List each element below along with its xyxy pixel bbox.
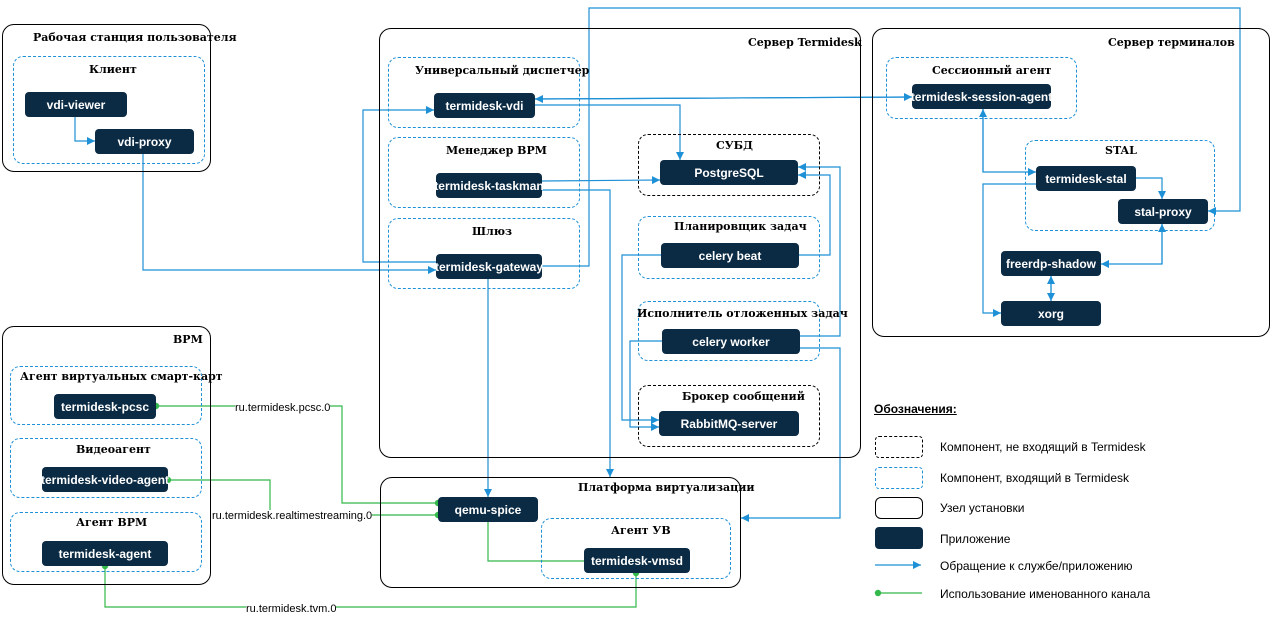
termidesk-gateway-app[interactable]: termidesk-gateway	[435, 254, 543, 279]
termidesk-server-node	[379, 28, 861, 458]
termidesk-stal-app[interactable]: termidesk-stal	[1036, 166, 1136, 191]
vrm-agent-group	[10, 512, 202, 572]
connector-gateway-to-vdi	[362, 106, 436, 263]
termidesk-agent-app[interactable]: termidesk-agent	[42, 541, 168, 566]
channel-line-vmsd-spice	[487, 522, 584, 562]
scheduler-title: Планировщик задач	[674, 220, 807, 233]
broker-title: Брокер сообщений	[682, 390, 805, 403]
legend-external-swatch	[875, 436, 923, 458]
termidesk-pcsc-app[interactable]: termidesk-pcsc	[54, 394, 156, 419]
legend-node-swatch	[875, 497, 923, 519]
legend-call-label: Обращение к службе/приложению	[940, 559, 1133, 573]
client-title: Клиент	[89, 63, 137, 76]
legend-internal-label: Компонент, входящий в Termidesk	[940, 471, 1129, 485]
terminal-server-node	[872, 28, 1270, 337]
termidesk-server-title: Сервер Termidesk	[748, 36, 862, 49]
legend-internal-swatch	[875, 467, 923, 489]
video-agent-group	[10, 438, 202, 498]
termidesk-taskman-app[interactable]: termidesk-taskman	[434, 173, 544, 198]
pcsc-title: Агент виртуальных смарт-карт	[20, 370, 223, 383]
vdi-proxy-app[interactable]: vdi-proxy	[95, 129, 194, 154]
freerdp-shadow-app[interactable]: freerdp-shadow	[1001, 251, 1101, 276]
vdi-viewer-app[interactable]: vdi-viewer	[25, 92, 127, 117]
virt-platform-title: Платформа виртуализации	[578, 481, 755, 494]
client-group	[13, 56, 205, 164]
channel-line-tvm	[104, 566, 637, 608]
scheduler-group	[638, 216, 820, 279]
gateway-group	[388, 218, 580, 289]
legend-external-label: Компонент, не входящий в Termidesk	[940, 440, 1146, 454]
video-agent-title: Видеоагент	[76, 443, 151, 456]
connector-stal-to-xorg	[982, 183, 1036, 317]
legend-channel-label: Использование именованного канала	[940, 587, 1151, 601]
termidesk-video-agent-app[interactable]: termidesk-video-agent	[41, 467, 169, 492]
session-agent-title: Сессионный агент	[932, 64, 1052, 77]
connector-taskman-to-platform	[542, 189, 614, 477]
manager-group	[388, 137, 580, 208]
executor-group	[638, 301, 820, 361]
channel-label-stream: ru.termidesk.realtimestreaming.0	[212, 510, 373, 522]
dispatcher-title: Универсальный диспетчер	[415, 64, 590, 77]
connector-taskman-to-postgres	[541, 176, 661, 185]
vrm-node	[2, 326, 211, 585]
xorg-app[interactable]: xorg	[1001, 301, 1101, 326]
connector-worker-to-platform	[741, 347, 841, 522]
virt-platform-node	[380, 477, 741, 588]
termidesk-vmsd-app[interactable]: termidesk-vmsd	[584, 548, 690, 573]
legend-app-swatch	[875, 527, 923, 549]
celery-beat-app[interactable]: celery beat	[661, 243, 799, 268]
termidesk-vdi-app[interactable]: termidesk-vdi	[434, 93, 535, 118]
vrm-agent-title: Агент ВРМ	[76, 516, 148, 529]
rabbitmq-server-app[interactable]: RabbitMQ-server	[659, 411, 799, 436]
connector-proxy-to-gateway	[142, 154, 436, 274]
connector-gateway-to-stal-proxy	[542, 7, 1241, 267]
connector-worker-to-rabbitmq	[629, 340, 662, 431]
stal-group	[1025, 140, 1215, 231]
session-agent-group	[886, 57, 1077, 119]
vm-agent-group	[541, 518, 731, 579]
connector-stal-to-proxy	[1136, 177, 1166, 199]
workstation-title: Рабочая станция пользователя	[33, 31, 237, 44]
legend-node-label: Узел установки	[940, 501, 1025, 515]
legend-title: Обозначения:	[874, 402, 957, 416]
pcsc-group	[10, 366, 202, 425]
connector-vdi-session-agent-reverse-head	[534, 94, 913, 103]
executor-title: Исполнитель отложенных задач	[637, 307, 848, 320]
dbms-title: СУБД	[716, 139, 753, 152]
stal-title: STAL	[1105, 144, 1137, 157]
channel-label-pcsc: ru.termidesk.pcsc.0	[235, 402, 331, 414]
postgresql-app[interactable]: PostgreSQL	[660, 160, 798, 185]
vm-agent-title: Агент УВ	[611, 524, 671, 537]
dispatcher-group	[388, 57, 580, 128]
broker-group	[638, 385, 820, 447]
terminal-server-title: Сервер терминалов	[1108, 36, 1235, 49]
celery-worker-app[interactable]: celery worker	[662, 329, 800, 354]
connector-viewer-to-proxy	[74, 117, 95, 145]
legend-app-label: Приложение	[940, 532, 1011, 546]
vrm-title: ВРМ	[173, 333, 203, 346]
connector-vdi-to-postgres	[535, 104, 684, 160]
termidesk-session-agent-app[interactable]: termidesk-session-agent	[911, 84, 1052, 109]
manager-title: Менеджер ВРМ	[446, 144, 547, 157]
qemu-spice-app[interactable]: qemu-spice	[438, 497, 538, 522]
workstation-node	[2, 24, 211, 172]
connector-beat-to-postgres	[798, 171, 831, 256]
stal-proxy-app[interactable]: stal-proxy	[1118, 199, 1208, 224]
channel-label-tvm: ru.termidesk.tvm.0	[246, 603, 337, 615]
dbms-group	[638, 134, 820, 196]
connector-beat-to-rabbitmq	[621, 254, 661, 424]
legend-channel-dot	[874, 589, 882, 597]
gateway-title: Шлюз	[472, 225, 513, 238]
